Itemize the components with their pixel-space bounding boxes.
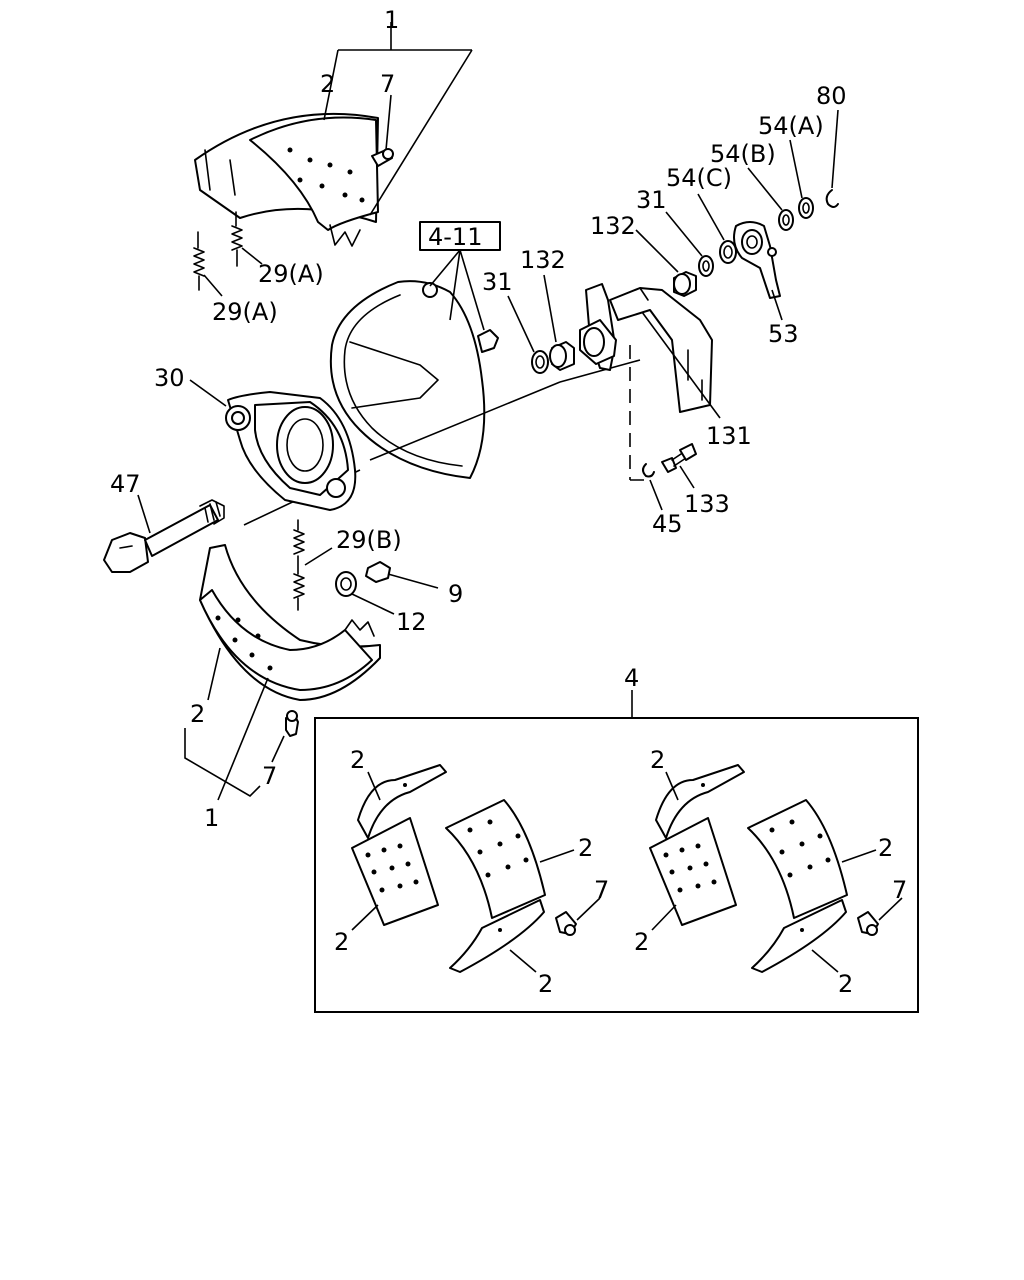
callout-31-top: 31 [636,186,667,214]
callout-31-mid: 31 [482,268,513,296]
kit2-callout-2-bottom: 2 [838,970,853,998]
callout-7-top: 7 [380,70,395,98]
callout-47: 47 [110,470,141,498]
kit2-shoe-upper-left [655,764,745,839]
upper-brake-shoe [194,112,379,247]
kit1-callout-7: 7 [594,876,609,904]
lower-brake-shoe [199,544,381,701]
callout-54c: 54(C) [666,164,732,192]
callout-1-low: 1 [204,804,219,832]
brake-spider-30 [225,391,357,511]
callout-45: 45 [652,510,683,538]
anchor-pin-9 [365,561,391,583]
bolt-4-11 [477,329,499,353]
callout-132-mid: 132 [520,246,566,274]
dust-shield-plate [329,280,495,479]
callout-7-low: 7 [262,762,277,790]
lock-washer-45 [642,463,655,478]
bushing-12 [335,571,357,597]
washer-54c [719,240,737,264]
callout-2-top: 2 [320,70,335,98]
kit1-callout-2-right: 2 [578,834,593,862]
lining-kit-box [314,717,919,1013]
slack-adjuster-53 [733,221,781,299]
callout-1-top: 1 [384,6,399,34]
kit1-lining-right [445,799,546,919]
callout-9: 9 [448,580,463,608]
lining-rivet-upper [371,148,394,167]
bushing-132-top [673,271,697,297]
kit1-callout-2-bottom: 2 [538,970,553,998]
kit2-callout-7: 7 [892,876,907,904]
callout-2-low: 2 [190,700,205,728]
callout-4: 4 [624,664,639,692]
callout-30: 30 [154,364,185,392]
washer-54b [778,209,794,231]
return-spring-29a-2 [231,211,243,267]
bushing-132-mid [549,341,575,371]
return-spring-29a-1 [193,231,205,291]
washer-31-top [698,255,714,277]
kit2-callout-2-left: 2 [634,928,649,956]
chamber-bracket-131 [579,283,713,413]
lining-rivet-lower [285,710,299,737]
kit2-rivet [857,911,879,936]
return-spring-29b [293,519,305,611]
callout-131: 131 [706,422,752,450]
kit1-callout-2-left: 2 [334,928,349,956]
callout-132-top: 132 [590,212,636,240]
kit2-lining-left [649,817,737,926]
bolt-133 [661,443,697,473]
kit1-rivet [555,911,577,936]
kit1-shoe-upper-left [357,764,447,839]
callout-4-11: 4-11 [428,223,482,251]
callout-133: 133 [684,490,730,518]
callout-54b: 54(B) [710,140,776,168]
kit1-lining-left [351,817,439,926]
callout-29a-2: 29(A) [212,298,278,326]
callout-12: 12 [396,608,427,636]
callout-29b: 29(B) [336,526,402,554]
callout-29a-1: 29(A) [258,260,324,288]
washer-54a [798,197,814,219]
kit2-callout-2-top: 2 [650,746,665,774]
kit2-callout-2-right: 2 [878,834,893,862]
snap-ring-80 [825,189,839,208]
washer-31-mid [531,350,549,374]
s-cam-shaft-47 [103,499,225,573]
kit2-lining-right [747,799,848,919]
kit1-shoe-lower-right [449,899,545,973]
kit1-callout-2-top: 2 [350,746,365,774]
callout-54a: 54(A) [758,112,824,140]
kit2-shoe-lower-right [751,899,847,973]
callout-53: 53 [768,320,799,348]
callout-80: 80 [816,82,847,110]
